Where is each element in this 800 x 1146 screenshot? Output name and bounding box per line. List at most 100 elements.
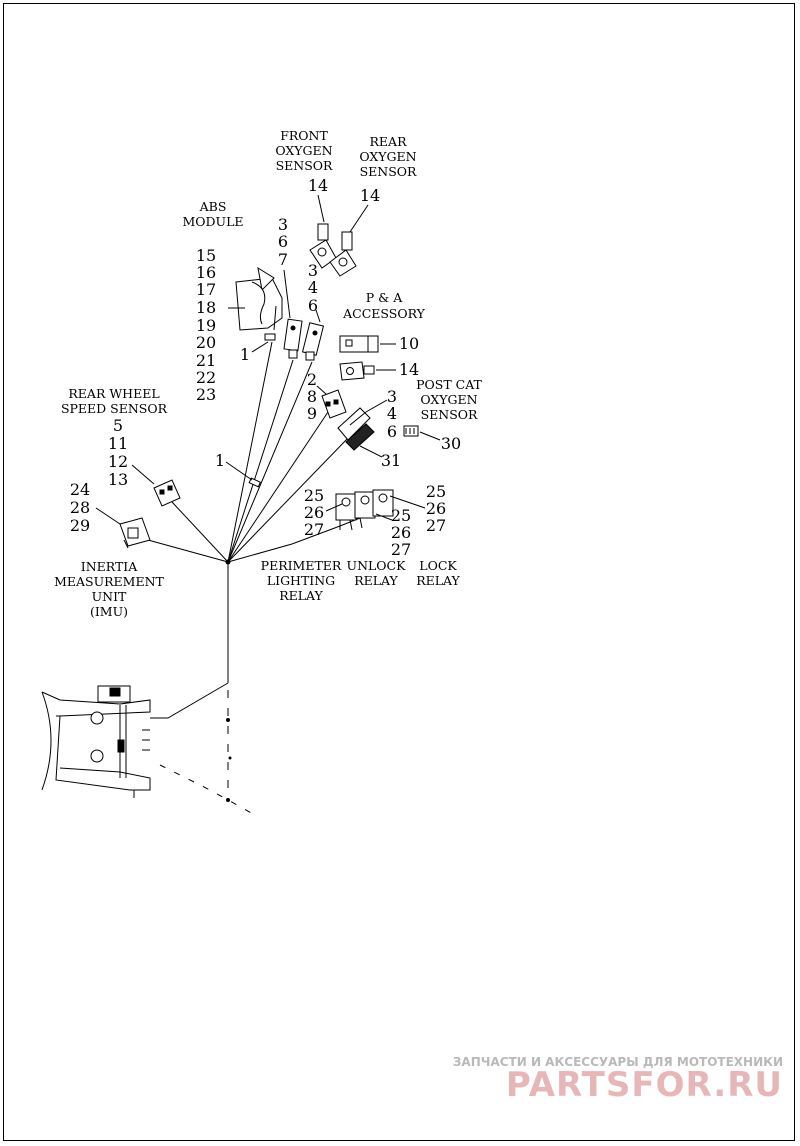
callout-harness-clip-1: 1 <box>215 451 225 470</box>
wire-conn-b <box>227 361 313 563</box>
callout-imu-28: 28 <box>70 498 90 517</box>
callout-unlock-25: 25 <box>391 506 411 525</box>
callout-conn-d-31: 31 <box>381 451 401 470</box>
callout-conn-c-2: 2 <box>307 370 317 389</box>
wire-imu <box>147 539 229 563</box>
wire-trunk-branch <box>150 682 229 719</box>
callout-abs-17: 17 <box>196 280 216 299</box>
callout-rear-wheel-13: 13 <box>108 470 128 489</box>
pa-accessory-connector-icon <box>339 335 379 353</box>
rear-wheel-speed-sensor-icon <box>153 479 181 507</box>
perimeter-relay-label-2: LIGHTING <box>267 573 335 588</box>
lock-relay-label-1: LOCK <box>419 558 457 573</box>
callout-conn-a-3: 3 <box>278 215 288 234</box>
front-oxygen-label-3: SENSOR <box>276 158 333 173</box>
vehicle-frame-icon <box>41 685 151 798</box>
callout-abs-15: 15 <box>196 246 216 265</box>
pa-label-1: P & A <box>366 290 403 305</box>
rear-oxygen-label-2: OXYGEN <box>359 149 416 164</box>
lock-relay-label-2: RELAY <box>416 573 460 588</box>
wire-hidden-2 <box>159 764 256 816</box>
abs-label-2: MODULE <box>182 214 243 229</box>
callout-front-oxygen: 14 <box>308 176 328 195</box>
imu-label-3: UNIT <box>92 589 127 604</box>
wire-conn-a <box>227 359 294 563</box>
callout-unlock-27: 27 <box>391 540 411 559</box>
callout-conn-b-3: 3 <box>308 261 318 280</box>
rear-oxygen-label-3: SENSOR <box>360 164 417 179</box>
front-oxygen-label-2: OXYGEN <box>275 143 332 158</box>
front-oxygen-label-1: FRONT <box>280 128 328 143</box>
abs-label-1: ABS <box>199 199 227 214</box>
callout-conn-d-3: 3 <box>387 387 397 406</box>
post-cat-oxygen-sensor-icon <box>403 425 419 437</box>
callout-rear-wheel-5: 5 <box>113 416 123 435</box>
callout-conn-a-6: 6 <box>278 232 288 251</box>
callout-conn-b-4: 4 <box>308 278 318 297</box>
post-cat-label-1: POST CAT <box>416 377 482 392</box>
callout-unlock-26: 26 <box>391 523 411 542</box>
callout-perimeter-26: 26 <box>304 503 324 522</box>
callout-perimeter-25: 25 <box>304 486 324 505</box>
callout-pa-10: 10 <box>399 334 419 353</box>
callout-post-cat-30: 30 <box>441 434 461 453</box>
callout-conn-c-9: 9 <box>307 404 317 423</box>
callout-abs-connector: 1 <box>240 345 250 364</box>
connector-a-icon <box>283 318 303 359</box>
wire-abs <box>227 341 273 563</box>
callout-abs-20: 20 <box>196 333 216 352</box>
rear-wheel-label-1: REAR WHEEL <box>68 386 159 401</box>
callout-imu-29: 29 <box>70 516 90 535</box>
callout-conn-d-6: 6 <box>387 422 397 441</box>
callout-abs-19: 19 <box>196 316 216 335</box>
callout-abs-16: 16 <box>196 263 216 282</box>
callout-rear-wheel-12: 12 <box>108 452 128 471</box>
wire-conn-d <box>227 437 349 563</box>
imu-label-2: MEASUREMENT <box>54 574 164 589</box>
abs-module-icon <box>235 266 283 341</box>
imu-label-1: INERTIA <box>81 559 138 574</box>
watermark-logo: PARTSFOR.RU <box>506 1065 783 1105</box>
connector-b-icon <box>301 322 325 361</box>
oxygen-sensor-connector-icon <box>339 361 375 381</box>
post-cat-label-3: SENSOR <box>421 407 478 422</box>
callout-pa-14: 14 <box>399 360 419 379</box>
callout-abs-18: 18 <box>196 298 216 317</box>
callout-conn-b-6: 6 <box>308 296 318 315</box>
harness-clip-icon <box>248 477 262 488</box>
callout-rear-wheel-11: 11 <box>108 434 128 453</box>
page-frame <box>3 3 795 1141</box>
relays-icon <box>335 489 394 531</box>
junction-dot <box>228 756 232 760</box>
rear-wheel-label-2: SPEED SENSOR <box>61 401 168 416</box>
perimeter-relay-label-1: PERIMETER <box>261 558 342 573</box>
callout-conn-a-7: 7 <box>278 250 288 269</box>
callout-imu-24: 24 <box>70 480 90 499</box>
imu-label-4: (IMU) <box>90 604 128 619</box>
callout-perimeter-27: 27 <box>304 520 324 539</box>
wire-junction <box>225 559 231 565</box>
rear-oxygen-label-1: REAR <box>370 134 408 149</box>
callout-rear-oxygen: 14 <box>360 186 380 205</box>
wire-rear-wheel <box>171 501 229 563</box>
callout-lock-27: 27 <box>426 516 446 535</box>
wire-conn-c <box>227 411 329 563</box>
connector-d-icon <box>337 407 375 451</box>
callout-lock-26: 26 <box>426 499 446 518</box>
junction-dot <box>226 798 230 802</box>
junction-dot <box>226 718 230 722</box>
callout-conn-c-8: 8 <box>307 387 317 406</box>
connector-c-icon <box>321 389 347 419</box>
callout-abs-21: 21 <box>196 351 216 370</box>
callout-lock-25: 25 <box>426 482 446 501</box>
post-cat-label-2: OXYGEN <box>420 392 477 407</box>
callout-abs-22: 22 <box>196 368 216 387</box>
callout-abs-23: 23 <box>196 385 216 404</box>
unlock-relay-label-1: UNLOCK <box>347 558 407 573</box>
pa-label-2: ACCESSORY <box>342 306 425 321</box>
rear-oxygen-sensor-icon <box>329 231 357 277</box>
callout-conn-d-4: 4 <box>387 404 397 423</box>
perimeter-relay-label-3: RELAY <box>279 588 323 603</box>
watermark-tagline: ЗАПЧАСТИ И АКСЕССУАРЫ ДЛЯ МОТОТЕХНИКИ <box>453 1055 783 1069</box>
imu-icon <box>119 517 151 549</box>
